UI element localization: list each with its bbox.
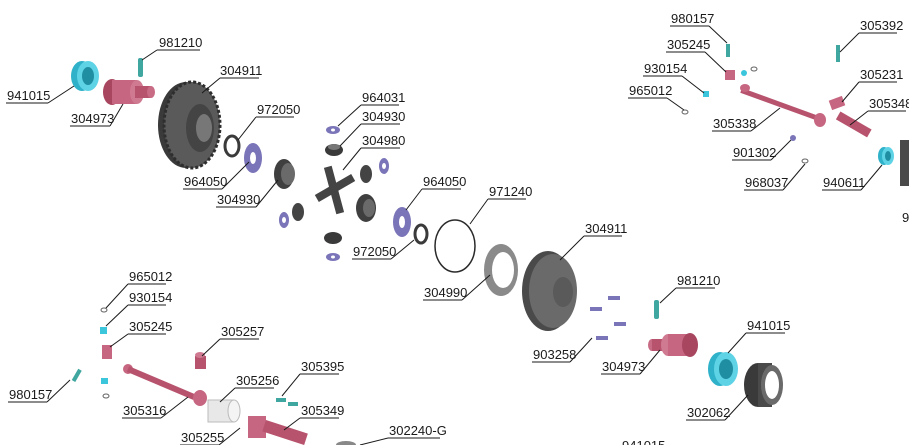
part-label: 305338 bbox=[713, 116, 756, 131]
diff-case-304911-a bbox=[158, 80, 222, 170]
cup-ring-941015-b bbox=[708, 352, 738, 386]
part-label: 972050 bbox=[353, 244, 396, 259]
part-label: 930154 bbox=[644, 61, 687, 76]
part-label: 971240 bbox=[489, 184, 532, 199]
leader-lines bbox=[6, 25, 906, 445]
part-label: 980157 bbox=[9, 387, 52, 402]
oring-972050-a bbox=[223, 134, 241, 158]
part-label: 304973 bbox=[602, 359, 645, 374]
screws-903258 bbox=[590, 296, 626, 340]
part-label: 940611 bbox=[823, 175, 865, 190]
part-label: 305255 bbox=[181, 430, 224, 445]
outdrive-304973-b bbox=[648, 333, 698, 357]
part-label: 964050 bbox=[184, 174, 227, 189]
part-label: 968037 bbox=[745, 175, 788, 190]
part-label: 305349 bbox=[301, 403, 344, 418]
part-label: 964050 bbox=[423, 174, 466, 189]
diff-case-304911-b bbox=[522, 251, 577, 331]
part-label: 305245 bbox=[129, 319, 172, 334]
part-label: 304911 bbox=[585, 221, 627, 236]
part-label: 941015 bbox=[747, 318, 790, 333]
part-label: 9 bbox=[902, 210, 909, 225]
part-label: 305392 bbox=[860, 18, 903, 33]
washer-964050-b bbox=[393, 207, 411, 237]
part-labels: 941015 981210 304911 304973 972050 96405… bbox=[7, 11, 909, 445]
diff-internals bbox=[279, 126, 389, 261]
part-label: 304930 bbox=[362, 109, 405, 124]
cup-ring-941015-a bbox=[71, 61, 99, 91]
part-label: 965012 bbox=[129, 269, 172, 284]
part-label: 304930 bbox=[217, 192, 260, 207]
part-label: 304973 bbox=[71, 111, 114, 126]
outdrive-304973-a bbox=[103, 79, 155, 105]
part-label: 980157 bbox=[671, 11, 714, 26]
part-label: 981210 bbox=[677, 273, 720, 288]
part-label: 305348 bbox=[869, 96, 909, 111]
part-label: 304980 bbox=[362, 133, 405, 148]
ring-302062 bbox=[744, 363, 783, 407]
part-label: 305245 bbox=[667, 37, 710, 52]
part-label: 304911 bbox=[220, 63, 262, 78]
bevel-gear-304930-a bbox=[274, 159, 295, 189]
part-label: 930154 bbox=[129, 290, 172, 305]
oring-971240 bbox=[434, 219, 476, 273]
part-label: 981210 bbox=[159, 35, 202, 50]
part-label: 901302 bbox=[733, 145, 776, 160]
part-label: 302062 bbox=[687, 405, 730, 420]
part-label: 305231 bbox=[860, 67, 903, 82]
part-label: 964031 bbox=[362, 90, 405, 105]
part-label: 304990 bbox=[424, 285, 467, 300]
driveshaft-assembly-upper bbox=[681, 44, 909, 186]
pin-981210-a bbox=[138, 58, 143, 77]
part-label: 305256 bbox=[236, 373, 279, 388]
washer-964050-a bbox=[244, 143, 262, 173]
gasket-304990 bbox=[484, 244, 518, 296]
pin-981210-b bbox=[654, 300, 659, 319]
part-label: 903258 bbox=[533, 347, 576, 362]
driveshaft-assembly-lower bbox=[71, 307, 356, 445]
part-label: 305395 bbox=[301, 359, 344, 374]
part-label: 305316 bbox=[123, 403, 166, 418]
part-label: 941015 bbox=[7, 88, 50, 103]
oring-972050-b bbox=[413, 223, 429, 245]
part-label: 302240-G bbox=[389, 423, 447, 438]
part-label: 305257 bbox=[221, 324, 264, 339]
part-label: 941015 bbox=[622, 438, 665, 445]
part-label: 972050 bbox=[257, 102, 300, 117]
part-label: 965012 bbox=[629, 83, 672, 98]
